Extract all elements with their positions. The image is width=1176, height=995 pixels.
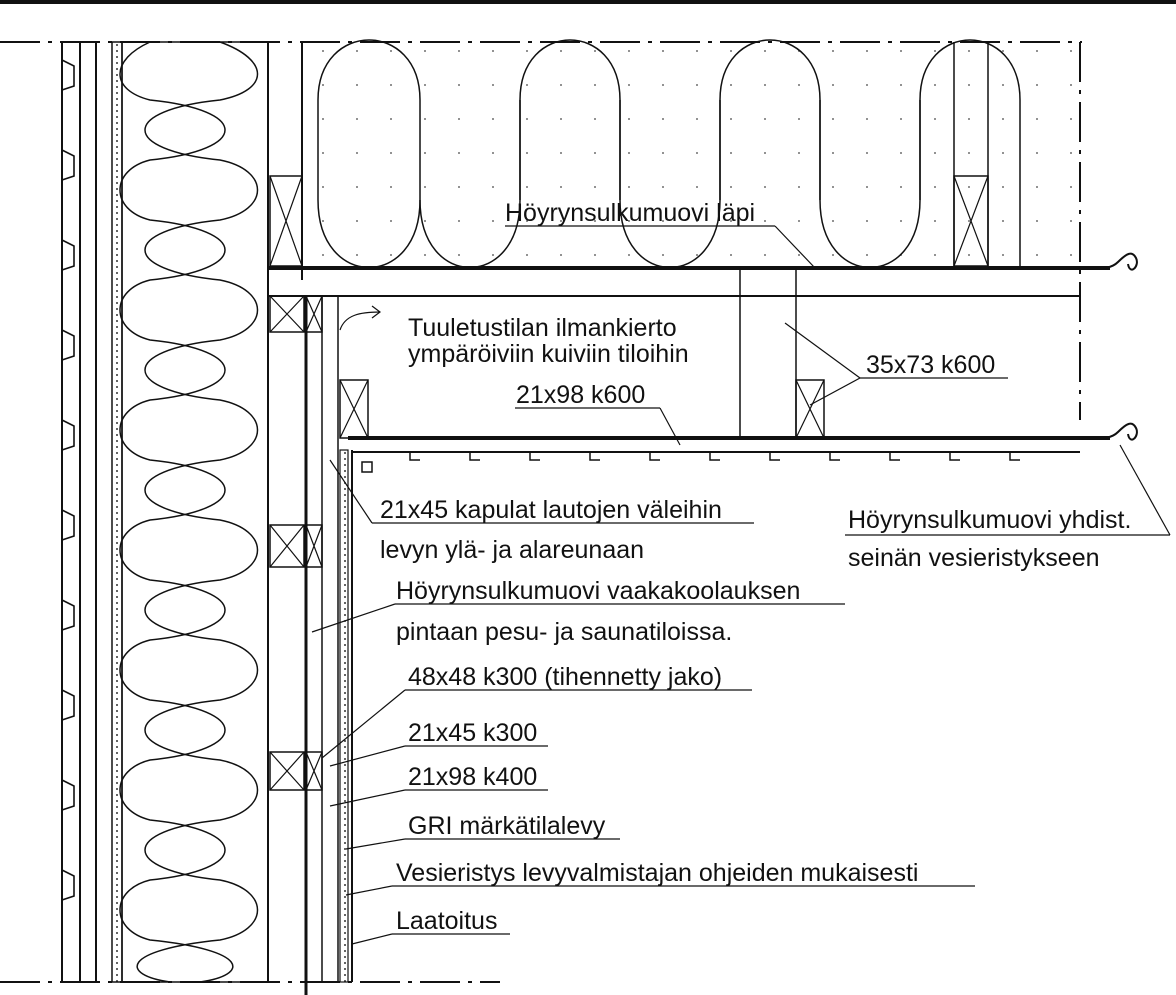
wall-insulation-wave — [119, 41, 234, 983]
label-stud-48x48: 48x48 k300 (tihennetty jako) — [408, 663, 722, 691]
leader-lines — [311, 225, 1171, 945]
stud-cross-sections — [269, 175, 323, 791]
block-35x73-cross — [795, 379, 825, 439]
ceiling-insulation — [302, 42, 1080, 268]
ceiling-panel-joints — [409, 452, 1020, 461]
wall-insulation-wave-2 — [136, 41, 259, 983]
label-vapor-barrier-through: Höyrynsulkumuovi läpi — [505, 199, 755, 227]
ceiling-joist-cross — [953, 175, 989, 267]
label-vapor-horizontal-line1: Höyrynsulkumuovi vaakakoolauksen — [396, 577, 800, 605]
label-vapor-horizontal-line2: pintaan pesu- ja saunatiloissa. — [396, 618, 732, 646]
label-batten-21x45-k300: 21x45 k300 — [408, 719, 537, 747]
label-vapor-joint-line1: Höyrynsulkumuovi yhdist. — [848, 506, 1131, 534]
vapor-barrier-end-squiggle — [1079, 252, 1138, 271]
label-blocking-21x45: 21x45 kapulat lautojen väleihin — [380, 496, 722, 524]
label-blocking-21x45-line2: levyn ylä- ja alareunaan — [380, 536, 644, 564]
label-ventilation-line2: ympäröiviin kuiviin tiloihin — [408, 340, 689, 368]
label-wet-board: GRI märkätilalevy — [408, 812, 606, 840]
lower-vapor-squiggle — [1079, 422, 1138, 441]
label-ventilation-line1: Tuuletustilan ilmankierto — [408, 314, 677, 342]
label-tiling: Laatoitus — [396, 907, 497, 935]
label-batten-21x98-k400: 21x98 k400 — [408, 763, 537, 791]
wet-room-board — [339, 449, 349, 983]
corner-block-small — [361, 461, 373, 473]
exterior-cladding — [61, 42, 97, 982]
label-vapor-joint-line2: seinän vesieristykseen — [848, 544, 1100, 572]
label-waterproofing: Vesieristys levyvalmistajan ohjeiden muk… — [396, 859, 918, 887]
label-batten-35x73: 35x73 k600 — [866, 351, 995, 379]
label-batten-21x98-k600: 21x98 k600 — [516, 381, 645, 409]
block-21x45-cross — [339, 379, 369, 439]
